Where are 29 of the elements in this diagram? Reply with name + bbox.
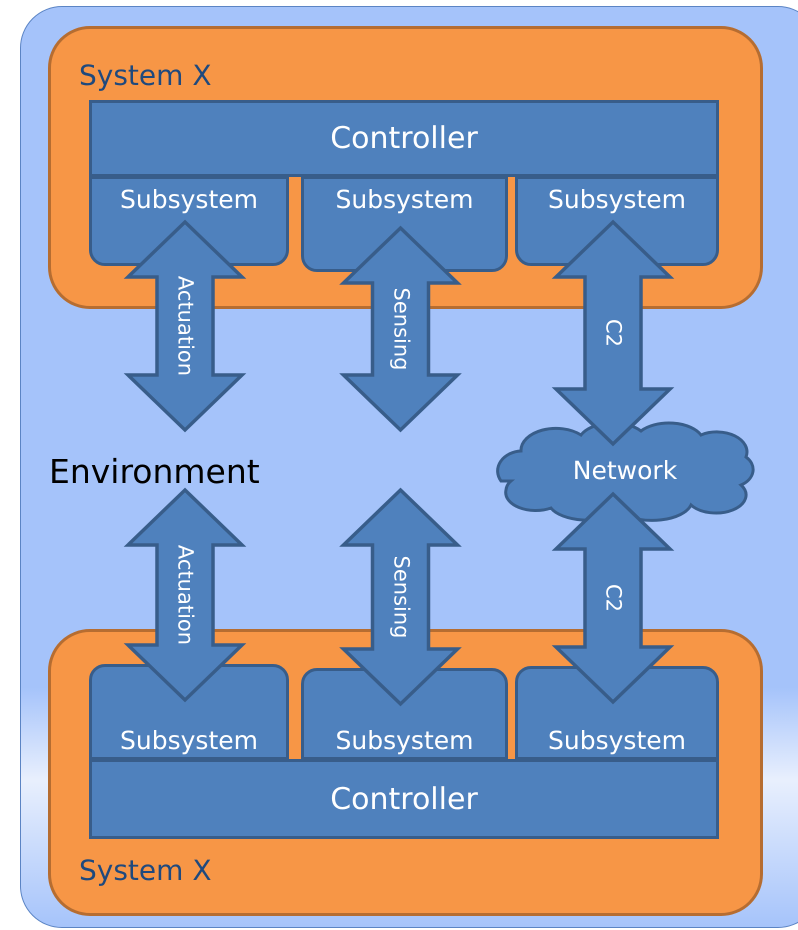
subsystem-label: Subsystem [334,185,474,214]
subsystem-box [301,668,508,760]
controller-label: Controller [330,782,478,816]
double-arrow [124,220,246,432]
double-arrow [339,488,462,706]
subsystem-label: Subsystem [334,726,474,755]
subsystem-label: Subsystem [119,185,259,214]
edge-label: Actuation [174,276,196,376]
edge-label: Sensing [390,556,411,638]
double-arrow [339,226,462,432]
controller-label: Controller [330,121,478,156]
edge-label: C2 [602,584,624,612]
edge-label: Sensing [390,288,411,370]
edge-label: Actuation [174,544,196,646]
subsystem-label: Subsystem [547,726,687,755]
subsystem-label: Subsystem [119,726,259,755]
double-arrow [552,492,674,704]
subsystem-box [515,666,719,760]
system-label: System X [79,854,212,887]
subsystem-label: Subsystem [547,185,687,214]
environment-label: Environment [49,452,260,491]
double-arrow [552,220,674,446]
controller-box [89,100,719,177]
controller-box [89,759,719,839]
network-label: Network [572,456,678,485]
system-label: System X [79,59,212,92]
edge-label: C2 [602,318,624,348]
subsystem-box [89,664,289,760]
double-arrow [124,488,246,702]
